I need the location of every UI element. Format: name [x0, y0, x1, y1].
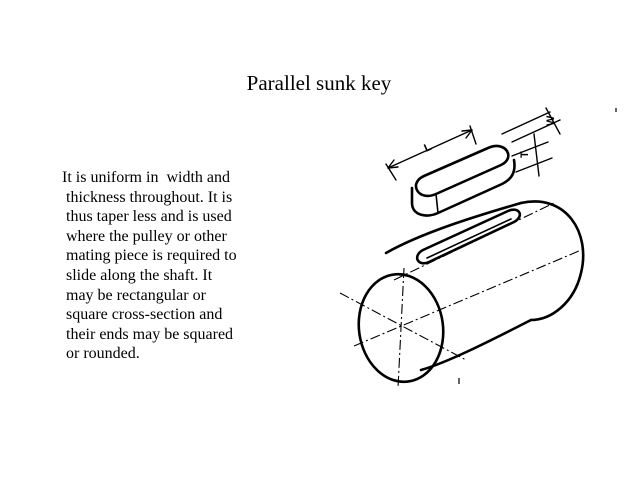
width-dimension [501, 107, 561, 143]
keyway-center-line [393, 201, 557, 281]
length-arrow-left [387, 159, 399, 169]
slide-body-text: It is uniform in width and thickness thr… [62, 169, 237, 363]
shaft-right-end [519, 200, 585, 322]
thickness-dimension-line [533, 133, 540, 177]
thickness-label: T [519, 151, 531, 158]
length-extension-right [469, 125, 477, 145]
shaft-bottom-outline [419, 318, 533, 372]
width-extension-1 [501, 111, 551, 135]
length-arrow-right [461, 129, 473, 139]
length-dimension [385, 125, 477, 181]
face-vertical-center-line [397, 267, 405, 389]
shaft-cylinder [357, 200, 585, 384]
key-front-face [410, 158, 516, 217]
shaft-top-outline [384, 201, 523, 255]
width-extension-2 [511, 119, 561, 143]
parallel-sunk-key-diagram: L T W [339, 107, 617, 389]
key-bar [410, 144, 516, 217]
shaft-front-face [357, 272, 445, 384]
shaft-center-axis-line [353, 247, 587, 347]
keyway-depth-line [426, 218, 512, 259]
key-top-face [414, 144, 510, 198]
width-dimension-line [545, 107, 561, 135]
thickness-dimension [511, 133, 553, 177]
thickness-extension-bottom [515, 157, 553, 173]
length-dimension-line [387, 129, 473, 169]
slide-title: Parallel sunk key [246, 71, 392, 95]
face-horizontal-center-line [339, 292, 467, 361]
thickness-extension-top [511, 141, 549, 157]
key-edge-line [435, 193, 439, 214]
width-label: W [545, 115, 557, 126]
length-extension-left [385, 163, 397, 181]
length-label: L [422, 141, 433, 155]
